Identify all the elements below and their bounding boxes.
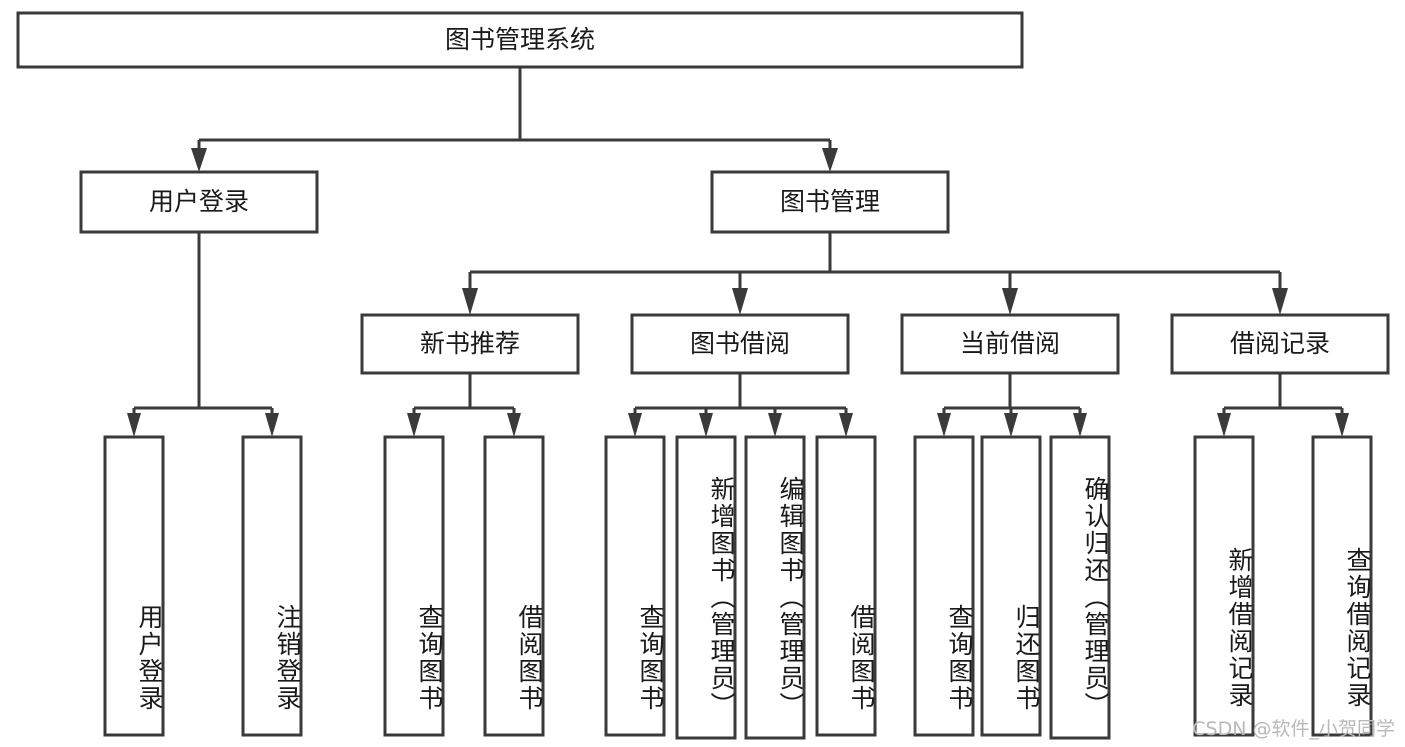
- node-book-management[interactable]: 图书管理: [710, 170, 950, 234]
- node-root[interactable]: 图书管理系统: [16, 11, 1024, 69]
- node-book-borrow-label: 图书借阅: [690, 329, 790, 358]
- leaf-box-borrow-record-1[interactable]: [1311, 435, 1373, 737]
- leaf-box-new-book-1[interactable]: [483, 435, 545, 737]
- connector-bookborrow-to-leaves: [628, 373, 853, 437]
- leaf-box-current-borrow-2[interactable]: [1049, 435, 1111, 740]
- node-root-label: 图书管理系统: [445, 25, 595, 54]
- leaf-box-current-borrow-1[interactable]: [980, 435, 1042, 737]
- leaf-box-borrow-record-0[interactable]: [1193, 435, 1255, 737]
- connector-currentborrow-to-leaves: [937, 373, 1087, 437]
- leaf-box-book-borrow-0[interactable]: [604, 435, 666, 737]
- leaf-box-book-borrow-3[interactable]: [815, 435, 877, 737]
- node-new-book-recommend[interactable]: 新书推荐: [360, 313, 580, 375]
- node-current-borrow[interactable]: 当前借阅: [900, 313, 1120, 375]
- connector-bookmgmt-to-level2: [462, 232, 1288, 315]
- csdn-watermark: CSDN @软件_小贺同学: [1192, 718, 1395, 740]
- connector-userlogin-to-leaves: [127, 232, 279, 437]
- node-current-borrow-label: 当前借阅: [960, 329, 1060, 358]
- connector-newbook-to-leaves: [407, 373, 521, 437]
- leaf-box-current-borrow-0[interactable]: [913, 435, 975, 737]
- node-borrow-record[interactable]: 借阅记录: [1170, 313, 1390, 375]
- node-book-borrow[interactable]: 图书借阅: [630, 313, 850, 375]
- connector-borrowrecord-to-leaves: [1217, 373, 1349, 437]
- leaf-box-book-borrow-1[interactable]: [675, 435, 737, 740]
- node-new-book-recommend-label: 新书推荐: [420, 329, 520, 358]
- leaf-box-user-login-0[interactable]: [103, 435, 165, 737]
- leaf-box-new-book-0[interactable]: [383, 435, 445, 737]
- connector-root-to-level1: [191, 67, 838, 172]
- node-book-management-label: 图书管理: [780, 187, 880, 216]
- node-borrow-record-label: 借阅记录: [1230, 329, 1330, 358]
- node-user-login[interactable]: 用户登录: [79, 170, 319, 234]
- leaf-box-user-login-1[interactable]: [241, 435, 303, 737]
- leaf-box-book-borrow-2[interactable]: [744, 435, 806, 740]
- node-user-login-label: 用户登录: [149, 187, 249, 216]
